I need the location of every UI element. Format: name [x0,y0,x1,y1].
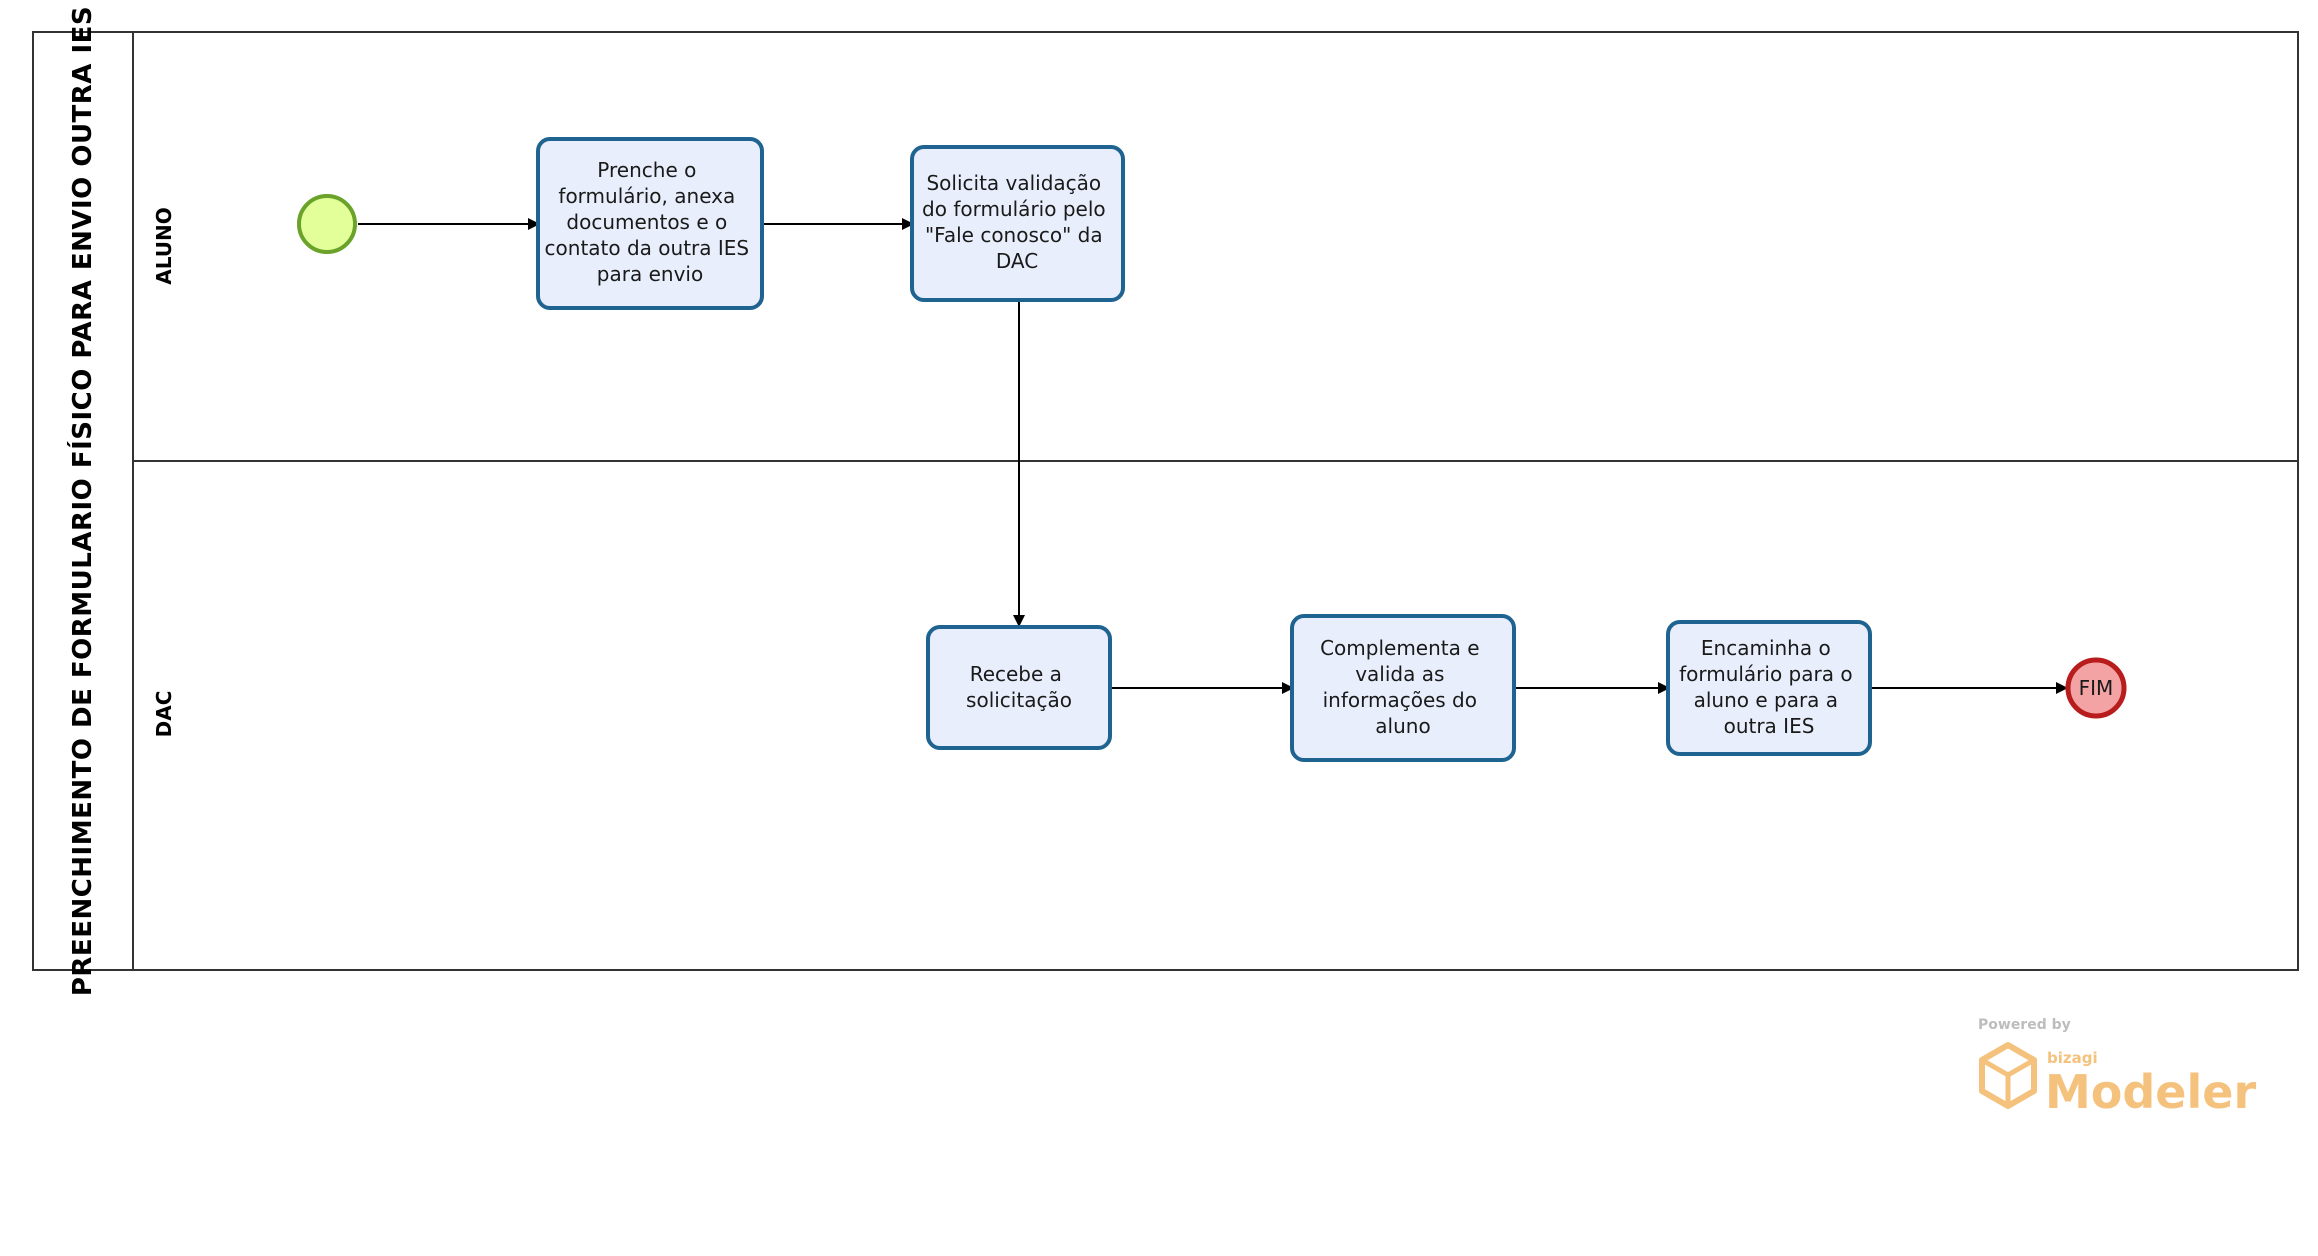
watermark-product: Modeler [2045,1065,2256,1119]
start-event[interactable] [297,194,357,254]
watermark-powered-by: Powered by [1978,1017,2071,1033]
task-label: Prenche o formulário, anexa documentos e… [545,158,756,286]
end-event[interactable]: FIM [2065,657,2127,719]
task-solicita-validacao[interactable]: Solicita validação do formulário pelo "F… [910,145,1125,302]
task-preenche-formulario[interactable]: Prenche o formulário, anexa documentos e… [536,137,764,310]
bizagi-watermark: Powered by bizagi Modeler [1978,1017,2256,1119]
task-complementa-valida[interactable]: Complementa e valida as informações do a… [1290,614,1516,762]
end-event-label: FIM [2079,676,2114,700]
task-label: Encaminha o formulário para o aluno e pa… [1679,636,1859,738]
pool-title: PREENCHIMENTO DE FORMULARIO FÍSICO PARA … [66,6,98,996]
task-label: Complementa e valida as informações do a… [1320,636,1486,738]
lane-title-aluno: ALUNO [152,207,176,285]
pool [32,31,2299,971]
task-recebe-solicitacao[interactable]: Recebe a solicitação [926,625,1112,750]
task-label: Recebe a solicitação [966,662,1072,712]
lane-title-dac: DAC [152,691,176,738]
task-label: Solicita validação do formulário pelo "F… [922,171,1112,273]
task-encaminha-formulario[interactable]: Encaminha o formulário para o aluno e pa… [1666,620,1872,756]
watermark-brand: bizagi [2047,1049,2098,1067]
bizagi-logo-icon [1979,1042,2037,1109]
